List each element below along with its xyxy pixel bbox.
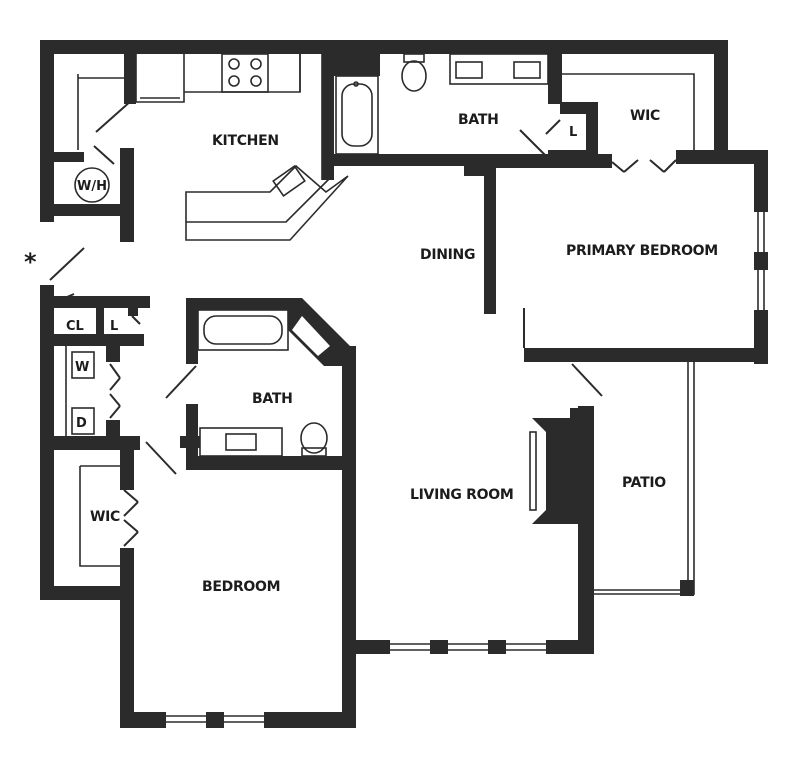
label-linen-top: L [569, 125, 577, 140]
room-labels: KITCHEN BATH WIC DINING PRIMARY BEDROOM … [24, 108, 718, 595]
kitchen-sink [272, 165, 306, 197]
wall-wic-right [714, 40, 728, 162]
label-water-heater: W/H [77, 179, 107, 194]
wall-bathtop-left-vert [322, 54, 334, 180]
wall-bedroom-bottom-c [264, 712, 356, 728]
wall-laundry-right [106, 346, 120, 362]
wall-wh-bottom [40, 204, 134, 216]
wall-dining-partition [484, 154, 496, 314]
wall-left-upper [40, 40, 54, 222]
label-dryer: D [76, 416, 87, 431]
wall-top [40, 40, 728, 54]
label-linen-left: L [110, 319, 118, 334]
wall-bathtop-bottom [322, 154, 504, 166]
vanity-mid [199, 427, 283, 457]
fireplace-hearth [529, 431, 537, 511]
patio-post [680, 580, 694, 596]
wall-wh-right-lower [120, 148, 134, 242]
label-living-room: LIVING ROOM [410, 487, 513, 503]
wall-bathmid-stub [180, 436, 200, 448]
entry-marker: * [24, 248, 37, 276]
wall-living-bottom-b [430, 640, 448, 654]
wall-primary-top-a [488, 154, 612, 168]
wall-wicleft-bottom [40, 586, 134, 600]
wall-primary-right-b [754, 252, 768, 270]
wall-dining-stub [464, 154, 488, 176]
wall-wicleft-right [120, 446, 134, 490]
label-dining: DINING [420, 247, 475, 263]
wall-bathmid-top [186, 298, 296, 310]
label-patio: PATIO [622, 475, 666, 491]
wall-living-bottom-c [488, 640, 506, 654]
stove [221, 53, 269, 93]
fixtures [65, 53, 765, 723]
wall-bedroom-right [342, 346, 356, 728]
wall-bedroom-bottom-b [206, 712, 224, 728]
water-heater [74, 167, 110, 203]
wall-living-right [578, 406, 594, 654]
kitchen-island [185, 164, 349, 241]
label-wic-top: WIC [630, 108, 660, 124]
wall-primary-right-a [754, 150, 768, 212]
wall-bathmid-diag [288, 298, 356, 366]
wall-bathmid-left [186, 298, 198, 364]
entry-door [49, 247, 85, 281]
bathtub-mid [197, 309, 289, 351]
walls [40, 40, 768, 728]
label-kitchen: KITCHEN [212, 133, 279, 149]
patio-outline [594, 362, 689, 591]
dryer [71, 407, 95, 435]
label-bath-mid: BATH [252, 391, 293, 407]
bathtub-top [335, 75, 379, 155]
label-bath-top: BATH [458, 112, 499, 128]
wall-bathmid-bottom [186, 456, 356, 470]
toilet-mid [300, 422, 328, 454]
wall-wicleft-right-b [120, 548, 134, 728]
label-washer: W [75, 360, 89, 375]
wall-linen-top [560, 102, 598, 114]
toilet-top [401, 60, 427, 92]
label-bedroom: BEDROOM [202, 579, 280, 595]
washer [71, 351, 95, 379]
label-wic-left: WIC [90, 509, 120, 525]
wall-laundry-bottom [54, 436, 140, 450]
label-closet: CL [66, 319, 84, 334]
label-primary-bedroom: PRIMARY BEDROOM [566, 243, 718, 259]
wall-linen-right [586, 104, 598, 162]
wall-primary-bottom [524, 348, 768, 362]
vanity-top [449, 53, 549, 85]
fireplace [532, 418, 578, 524]
wall-cl-mid [96, 300, 104, 346]
doors [49, 99, 677, 547]
wall-bedroom-bottom-a [120, 712, 166, 728]
wall-wh-right-upper [124, 54, 136, 104]
wall-wh-top [54, 152, 84, 162]
wall-left-lower [40, 285, 54, 600]
wall-living-bottom-a [342, 640, 390, 654]
wall-primary-top-b [676, 150, 768, 164]
wall-bathtop-right [548, 40, 562, 104]
wall-cl-right [128, 296, 138, 316]
